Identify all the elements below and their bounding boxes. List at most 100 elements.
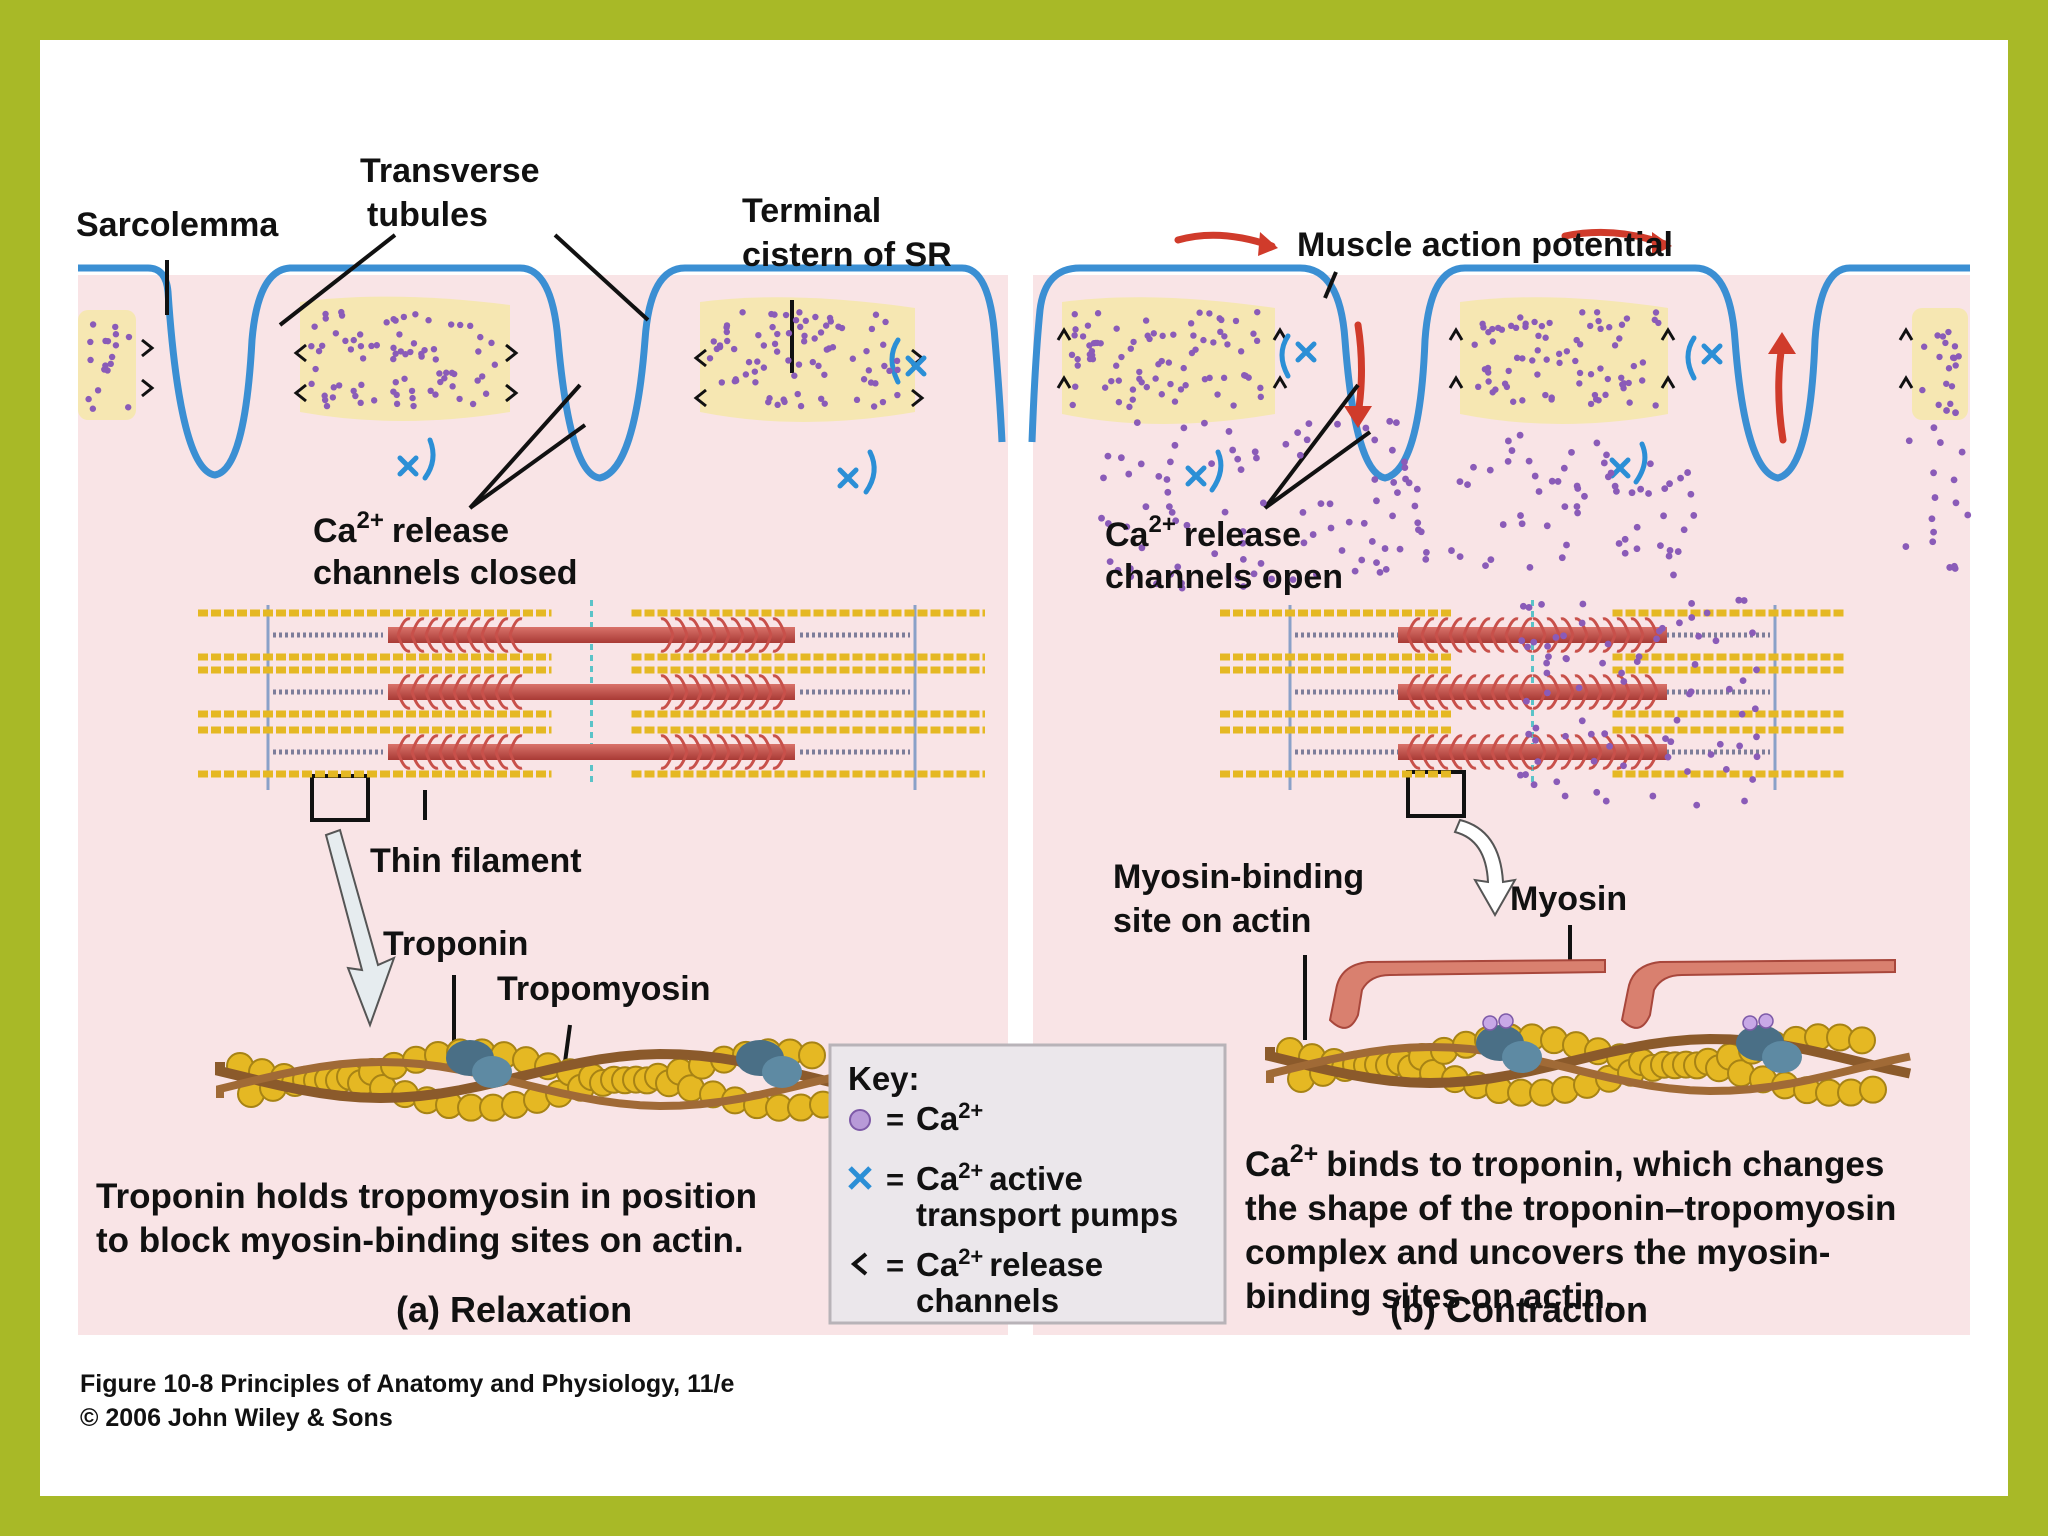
myosin-head (1602, 751, 1617, 770)
myosin-head (508, 674, 523, 693)
calcium-ion (1137, 460, 1145, 468)
calcium-ion (1673, 716, 1681, 724)
calcium-ion (730, 345, 738, 353)
calcium-ion (1218, 316, 1225, 324)
myosin-head (1490, 751, 1505, 770)
calcium-ion (1951, 354, 1958, 362)
calcium-ion (467, 322, 474, 330)
calcium-ion (1220, 374, 1228, 382)
myosin-head (466, 634, 481, 653)
calcium-ion (94, 387, 102, 394)
calcium-ion (1645, 490, 1652, 497)
calcium-ion (1930, 424, 1938, 432)
calcium-ion (1552, 634, 1560, 641)
label-channels-open-2: channels open (1105, 558, 1343, 596)
bound-calcium (1482, 1015, 1498, 1031)
myosin-head (772, 617, 787, 636)
calcium-ion (443, 369, 450, 376)
calcium-ion (1401, 464, 1409, 471)
calcium-ion (1751, 705, 1759, 713)
calcium-ion (1326, 500, 1334, 508)
myosin-head (1620, 958, 1896, 1029)
calcium-ion (1628, 489, 1636, 497)
calcium-ion (1666, 546, 1674, 554)
myosin-head (1462, 634, 1477, 653)
calcium-ion (1518, 520, 1526, 528)
calcium-ion (1172, 517, 1180, 525)
calcium-ion (124, 404, 132, 411)
calcium-ion (449, 383, 456, 390)
calcium-ion (1079, 333, 1087, 340)
calcium-ion (1749, 776, 1757, 783)
calcium-ion (1155, 361, 1162, 368)
label-thin-filament: Thin filament (370, 842, 582, 880)
panel-a-title: (a) Relaxation (396, 1289, 632, 1330)
calcium-ion (392, 350, 399, 357)
myosin-head (1602, 634, 1617, 653)
calcium-ion (1942, 339, 1949, 347)
calcium-ion (811, 335, 818, 342)
calcium-ion (1646, 460, 1654, 468)
calcium-ion (1501, 380, 1509, 387)
pump-arrow (1279, 333, 1291, 379)
calcium-ion (1422, 556, 1430, 563)
calcium-ion (1753, 733, 1760, 741)
calcium-ion (1334, 420, 1341, 428)
calcium-ion (1225, 428, 1233, 435)
calcium-ion (1633, 523, 1641, 531)
calcium-ion (1163, 476, 1171, 483)
calcium-ion (1749, 629, 1756, 637)
pump-x-icon (1185, 465, 1207, 487)
bound-calcium (1758, 1013, 1774, 1029)
calcium-ion (1930, 528, 1937, 536)
calcium-ion (447, 321, 455, 328)
calcium-ion (801, 332, 808, 340)
thick-filament (388, 684, 795, 700)
calcium-ion (432, 391, 439, 398)
myosin-head (1518, 617, 1533, 636)
calcium-ion (412, 311, 419, 318)
calcium-ion (1525, 457, 1533, 465)
myosin-head (452, 617, 467, 636)
calcium-ion (1618, 321, 1626, 328)
myosin-head (1406, 617, 1421, 636)
myosin-head (716, 734, 731, 753)
label-tropomyosin: Tropomyosin (497, 970, 710, 1008)
calcium-ion (785, 330, 793, 337)
calcium-ion (742, 371, 750, 378)
calcium-ion (1554, 478, 1562, 485)
calcium-ion (1680, 526, 1688, 534)
caption-relaxation-line2: to block myosin-binding sites on actin. (96, 1221, 744, 1260)
muscle-contraction-diagram: Key: = Ca2+ = Ca2+active transport pumps… (76, 152, 1972, 1432)
calcium-ion (1677, 474, 1684, 482)
calcium-ion (1543, 522, 1551, 530)
myosin-head (396, 617, 411, 636)
myosin-head (1630, 734, 1645, 753)
calcium-ion (1250, 330, 1257, 337)
calcium-ion (347, 346, 355, 353)
calcium-ion (1543, 659, 1551, 667)
myosin-head (1588, 751, 1603, 770)
myosin-head (410, 691, 425, 710)
myosin-head (1406, 674, 1421, 693)
calcium-ion (1512, 324, 1520, 332)
calcium-ion (1952, 499, 1960, 507)
calcium-ion (1517, 314, 1524, 321)
calcium-ion (1741, 797, 1748, 805)
calcium-ion (1693, 801, 1701, 809)
calcium-ion (1604, 640, 1612, 648)
myosin-head (1644, 617, 1659, 636)
calcium-ion (1951, 343, 1959, 350)
myosin-head (1630, 674, 1645, 693)
calcium-ion (838, 324, 846, 332)
calcium-ion (1413, 485, 1421, 493)
calcium-ion (1556, 359, 1563, 367)
calcium-ion (771, 311, 778, 318)
calcium-ion (408, 387, 416, 395)
calcium-ion (1074, 362, 1081, 369)
calcium-ion (1553, 778, 1561, 786)
calcium-ion (1100, 474, 1107, 482)
calcium-ion (1611, 482, 1619, 490)
calcium-ion (849, 355, 857, 362)
myosin-head (1588, 691, 1603, 710)
